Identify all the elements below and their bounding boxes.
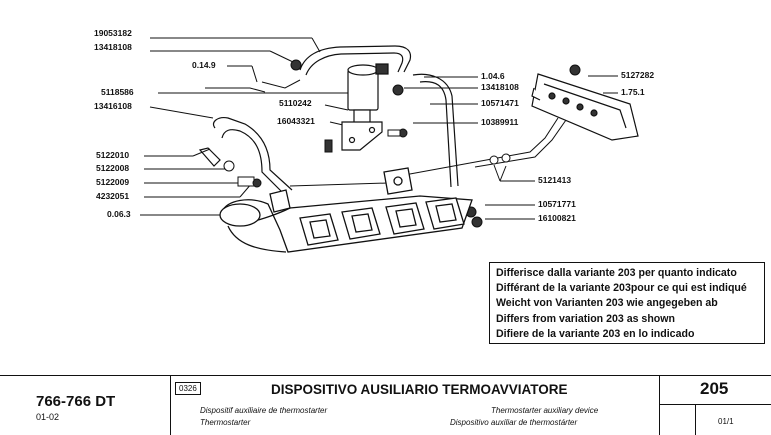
group-number: 205 <box>700 379 729 398</box>
note-spanish: Difiere de la variante 203 en lo indicad… <box>496 327 695 340</box>
leader-13416108 <box>149 106 214 119</box>
leader-16043321 <box>329 121 344 126</box>
linkage-rod <box>205 79 567 187</box>
label-10571471: 10571471 <box>481 98 519 108</box>
label-1-75-1: 1.75.1 <box>621 87 645 97</box>
label-5110242: 5110242 <box>279 98 312 108</box>
note-italian: Differisce dalla variante 203 per quanto… <box>496 267 737 279</box>
model-number: 766-766 DT <box>36 393 116 410</box>
label-5127282: 5127282 <box>621 70 655 80</box>
label-5118586: 5118586 <box>101 87 134 97</box>
label-5122009: 5122009 <box>96 177 130 187</box>
label-10389911: 10389911 <box>481 117 519 127</box>
label-13416108: 13416108 <box>94 101 132 111</box>
section-code: 0326 <box>175 382 201 395</box>
relay-unit <box>531 73 639 141</box>
label-5122010: 5122010 <box>96 150 130 160</box>
hose-lines <box>198 45 459 197</box>
subtitle-english: Thermostarter auxiliary device <box>491 406 599 415</box>
subtitle-french: Dispositif auxiliaire de thermostarter <box>200 406 328 415</box>
subtitle-spanish: Dispositivo auxiliar de thermostárter <box>450 418 578 427</box>
intake-manifold <box>219 167 473 253</box>
label-5121413: 5121413 <box>538 175 572 185</box>
page-title: DISPOSITIVO AUSILIARIO TERMOAVVIATORE <box>271 382 568 397</box>
label-4232051: 4232051 <box>96 191 130 201</box>
thermostarter-canister <box>341 63 389 151</box>
label-13418108-top: 13418108 <box>94 42 132 52</box>
label-19053182: 19053182 <box>94 28 132 38</box>
exploded-parts-diagram <box>140 37 639 253</box>
label-1-04-6: 1.04.6 <box>481 71 505 81</box>
label-5122008: 5122008 <box>96 163 130 173</box>
sheet-number: 01/1 <box>718 417 734 426</box>
label-16100821: 16100821 <box>538 213 576 223</box>
note-german: Weicht von Varianten 203 wie angegeben a… <box>496 297 718 310</box>
variant-note-box: Differisce dalla variante 203 per quanto… <box>489 262 765 344</box>
title-block: 766-766 DT 01-02 0326 DISPOSITIVO AUSILI… <box>0 375 771 435</box>
label-16043321: 16043321 <box>277 116 315 126</box>
label-0-14-9: 0.14.9 <box>192 60 216 70</box>
subtitle-german: Thermostarter <box>200 418 251 427</box>
note-english: Differs from variation 203 as shown <box>496 312 675 325</box>
fasteners <box>223 59 581 228</box>
label-0-06-3: 0.06.3 <box>107 209 131 219</box>
label-13418108-right: 13418108 <box>481 82 519 92</box>
leader-5110242 <box>324 104 349 111</box>
label-10571771: 10571771 <box>538 199 576 209</box>
issue-date: 01-02 <box>36 412 60 422</box>
note-french: Différant de la variante 203pour ce qui … <box>496 282 747 295</box>
